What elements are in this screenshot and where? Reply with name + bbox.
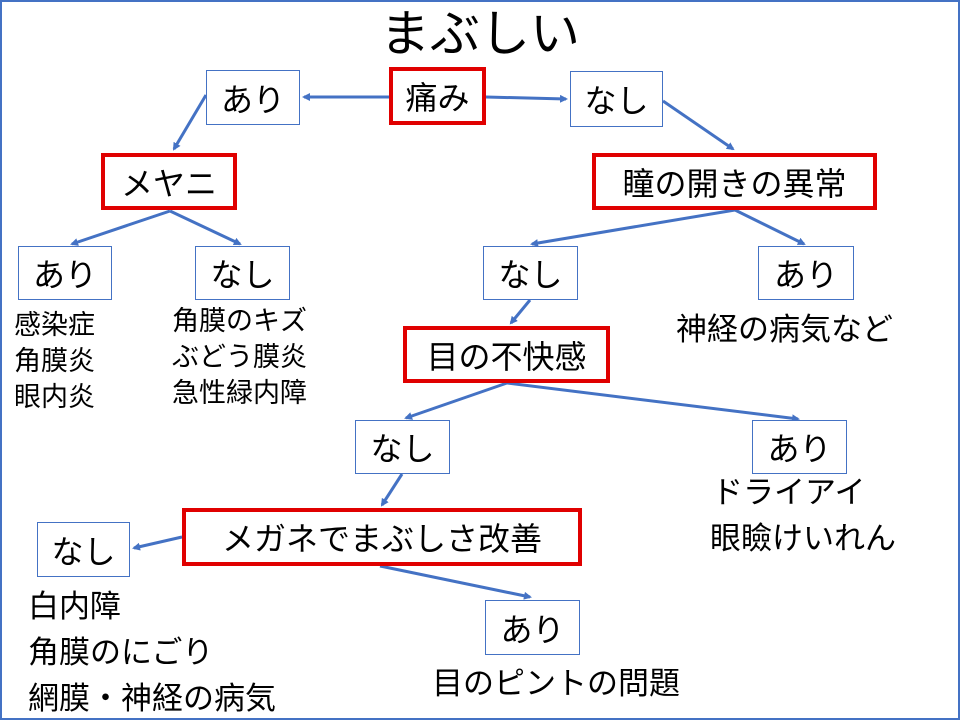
result-discomfort-yes: ドライアイ 眼瞼けいれん <box>710 470 896 562</box>
result-item: 網膜・神経の病気 <box>28 681 276 717</box>
arrow-pupil-no <box>530 208 736 247</box>
arrow-no-discomfort <box>509 299 532 325</box>
node-pain-yes: あり <box>206 70 300 125</box>
arrow-pain-no <box>485 94 568 103</box>
arrow-glasses-no <box>132 535 183 551</box>
node-glasses-no: なし <box>37 522 130 577</box>
result-item: ドライアイ <box>712 475 866 511</box>
arrow-discomfort-yes <box>506 381 800 423</box>
arrow-discharge-yes <box>70 209 171 246</box>
node-pupil: 瞳の開きの異常 <box>592 153 877 210</box>
node-pain: 痛み <box>389 67 486 125</box>
result-item: 目のピントの問題 <box>432 666 680 702</box>
result-item: 眼瞼けいれん <box>710 521 896 557</box>
arrow-glasses-yes <box>379 564 532 600</box>
result-pupil-yes: 神経の病気など <box>676 307 893 353</box>
node-pupil-yes: あり <box>758 246 854 300</box>
result-glasses-yes: 目のピントの問題 <box>432 661 680 707</box>
arrow-no-pupil <box>662 99 735 151</box>
result-item: 眼内炎 <box>14 382 95 413</box>
node-glasses-yes: あり <box>485 600 580 655</box>
result-discharge-no: 角膜のキズ ぶどう膜炎 急性緑内障 <box>172 304 307 412</box>
node-discharge-no: なし <box>195 246 290 300</box>
result-item: ぶどう膜炎 <box>172 342 307 373</box>
result-item: 角膜のキズ <box>172 306 307 337</box>
node-pupil-no: なし <box>483 246 578 300</box>
arrow-pupil-yes <box>734 208 806 246</box>
node-discharge: メヤニ <box>101 153 237 210</box>
arrow-discomfort-no <box>404 381 508 420</box>
node-pain-no: なし <box>570 71 663 127</box>
result-item: 感染症 <box>14 310 95 341</box>
result-discharge-yes: 感染症 角膜炎 眼内炎 <box>14 308 95 416</box>
node-discomfort-no: なし <box>355 420 450 474</box>
result-item: 角膜のにごり <box>28 635 214 671</box>
result-item: 神経の病気など <box>676 312 893 348</box>
result-item: 白内障 <box>28 589 121 625</box>
node-glasses: メガネでまぶしさ改善 <box>182 508 582 566</box>
page-title: まぶしい <box>380 5 580 63</box>
node-discomfort: 目の不快感 <box>403 326 610 383</box>
arrow-no-glasses <box>380 473 404 507</box>
node-discharge-yes: あり <box>18 246 112 300</box>
result-item: 角膜炎 <box>14 346 95 377</box>
arrow-discharge-no <box>169 209 242 246</box>
result-glasses-no: 白内障 角膜のにごり 網膜・神経の病気 <box>28 584 276 722</box>
node-discomfort-yes: あり <box>752 420 847 474</box>
result-item: 急性緑内障 <box>172 378 307 409</box>
arrow-yes-discharge <box>172 94 208 151</box>
